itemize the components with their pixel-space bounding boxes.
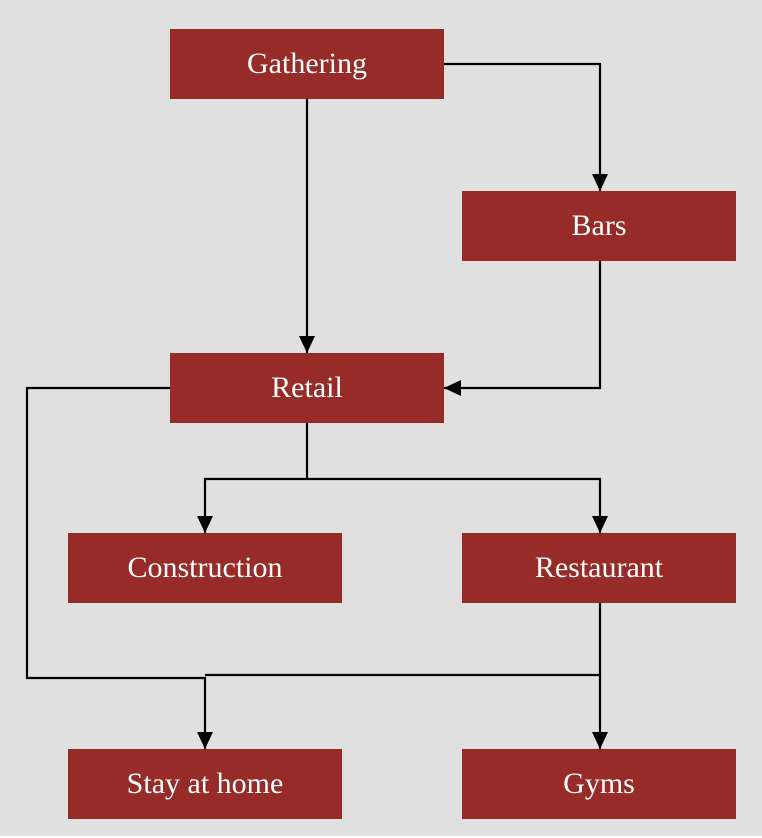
node-bars: Bars bbox=[462, 191, 736, 261]
node-construction-label: Construction bbox=[127, 551, 283, 584]
node-gyms: Gyms bbox=[462, 749, 736, 819]
edge-retail-construction bbox=[197, 423, 309, 533]
node-gyms-label: Gyms bbox=[563, 767, 635, 800]
edge-retail-restaurant bbox=[307, 477, 608, 533]
edge-gathering-bars bbox=[444, 62, 608, 191]
node-stay-at-home-label: Stay at home bbox=[126, 767, 284, 800]
node-gathering: Gathering bbox=[170, 29, 444, 99]
node-restaurant-label: Restaurant bbox=[534, 551, 664, 584]
node-retail: Retail bbox=[170, 353, 444, 423]
edge-retail-stay-at-home bbox=[25, 386, 213, 749]
node-bars-label: Bars bbox=[571, 209, 627, 242]
edge-restaurant-stay-at-home bbox=[205, 603, 602, 677]
node-retail-label: Retail bbox=[271, 371, 343, 404]
node-restaurant: Restaurant bbox=[462, 533, 736, 603]
node-stay-at-home: Stay at home bbox=[68, 749, 342, 819]
node-gathering-label: Gathering bbox=[247, 47, 367, 80]
edge-bars-retail bbox=[444, 261, 602, 396]
node-construction: Construction bbox=[68, 533, 342, 603]
